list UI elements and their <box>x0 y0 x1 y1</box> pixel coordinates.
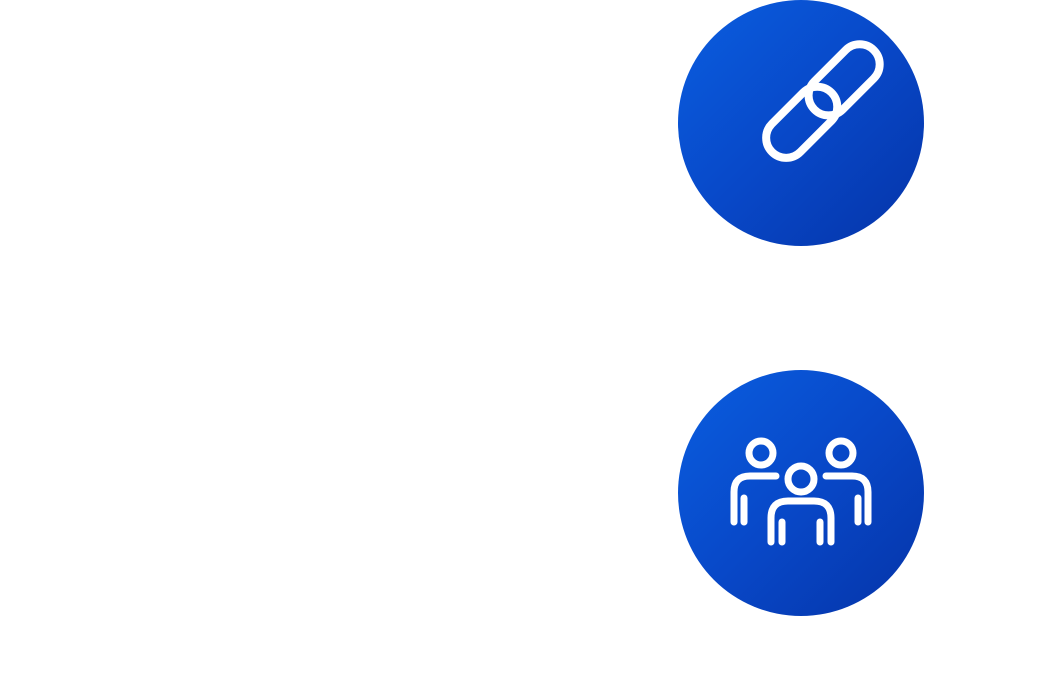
link-icon <box>762 40 884 162</box>
group-icon <box>730 437 872 546</box>
group-icon-badge[interactable] <box>678 370 924 616</box>
link-icon-badge[interactable] <box>678 0 924 246</box>
